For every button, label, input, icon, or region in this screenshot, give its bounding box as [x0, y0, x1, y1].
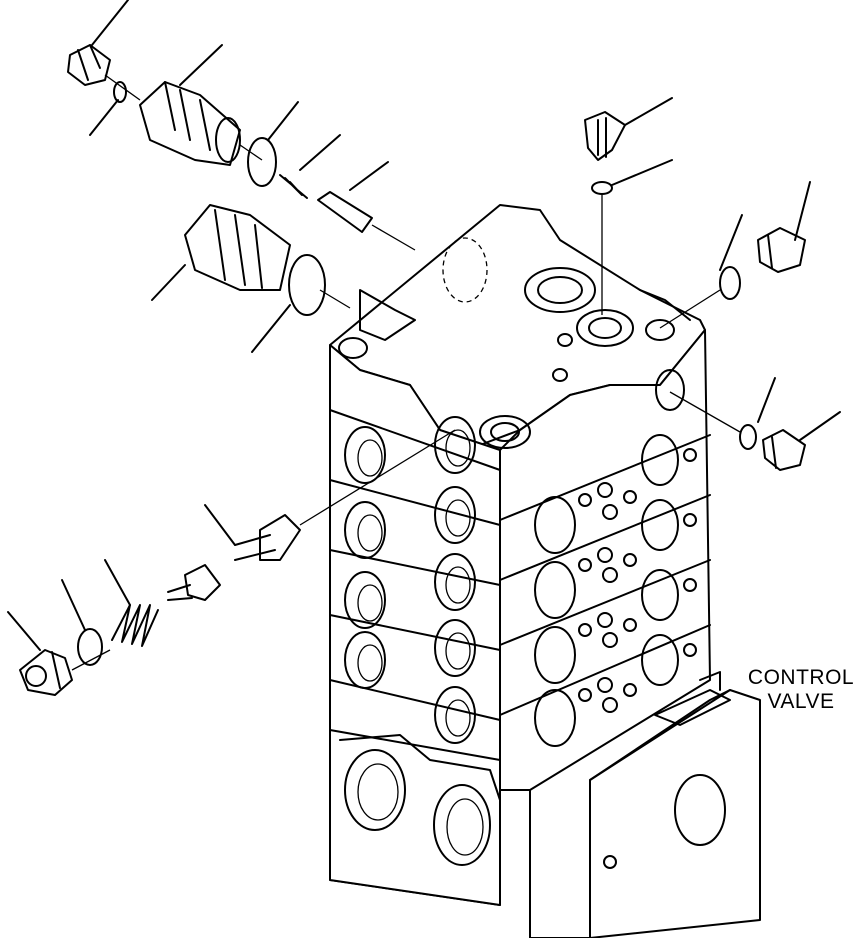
large-plug: [151, 204, 291, 301]
spring-upper: [279, 134, 341, 199]
top-face-ports: [338, 237, 691, 449]
diagram-caption: CONTROL VALVE: [740, 666, 862, 714]
caption-line-1: CONTROL: [747, 666, 855, 689]
left-face-ports: [344, 416, 476, 744]
right-face-ports: [534, 369, 697, 747]
assembly-axes: [104, 74, 263, 161]
plug-top-center: [584, 97, 673, 315]
relief-valve: [139, 44, 241, 166]
plug-right-lower: [669, 377, 841, 471]
poppet: [317, 161, 416, 251]
spool: [167, 429, 456, 601]
plug-top-left: [67, 0, 129, 136]
plug-lower: [7, 611, 111, 696]
end-block: [329, 671, 761, 938]
o-ring-upper: [247, 101, 299, 187]
plug-right-upper: [659, 181, 811, 329]
o-ring-lower: [61, 579, 103, 666]
spring-lower: [104, 559, 159, 647]
caption-line-2: VALVE: [767, 690, 835, 713]
o-ring-large: [251, 254, 351, 353]
